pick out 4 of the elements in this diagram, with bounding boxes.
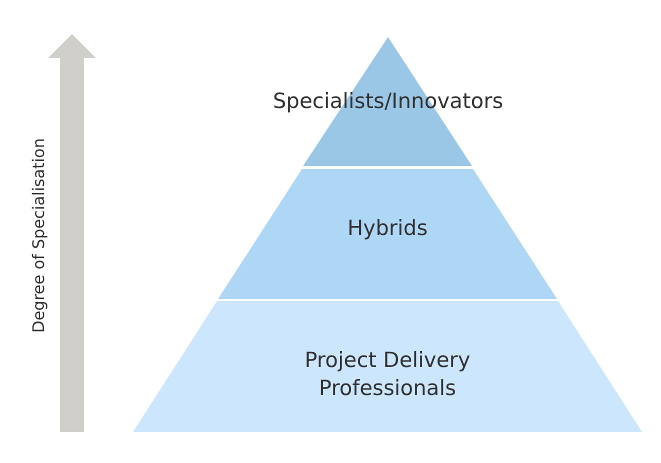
tier-label: Specialists/Innovators [272,88,504,115]
tier-label: Project Delivery Professionals [304,347,472,402]
axis-label: Degree of Specialisation [28,138,48,332]
tier-label: Hybrids [346,215,429,242]
